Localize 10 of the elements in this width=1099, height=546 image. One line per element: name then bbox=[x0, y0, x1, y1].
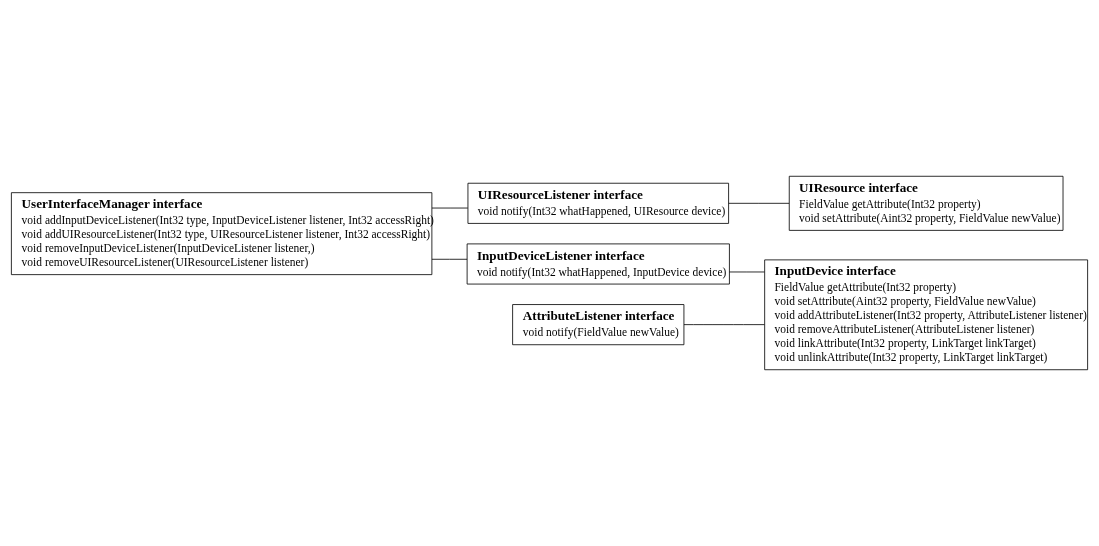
connector bbox=[728, 202, 790, 204]
connector bbox=[431, 258, 468, 260]
node-box: UIResourceListener interface void notify(Int32 whatHappened, UIResource device) bbox=[467, 182, 729, 224]
node-box: UserInterfaceManager interface void addInputDeviceListener(Int32 type, InputDeviceListener listener, Int32 accessRight) void addUIResourceListener(Int32 type, UIResourceListener listener, Int32 accessRight) void removeInputDeviceListener(InputDeviceListener listener,) void removeUIResourceListener(UIResourceListener listener) bbox=[11, 192, 433, 276]
node-box: InputDeviceListener interface void notify(Int32 whatHappened, InputDevice device) bbox=[466, 243, 730, 285]
node-box: AttributeListener interface void notify(FieldValue newValue) bbox=[512, 304, 685, 346]
node-box: UIResource interface FieldValue getAttribute(Int32 property) void setAttribute(Aint32 property, FieldValue newValue) bbox=[788, 175, 1064, 231]
connector bbox=[683, 324, 765, 326]
node-box: InputDevice interface FieldValue getAttribute(Int32 property) void setAttribute(Aint32 property, FieldValue newValue) void addAttributeListener(Int32 property, AttributeListener listener) void removeAttributeListener(AttributeListener listener) void linkAttribute(Int32 property, LinkTarget linkTarget) void unlinkAttribute(Int32 property, LinkTarget linkTarget) bbox=[764, 259, 1088, 371]
connector bbox=[729, 271, 765, 273]
